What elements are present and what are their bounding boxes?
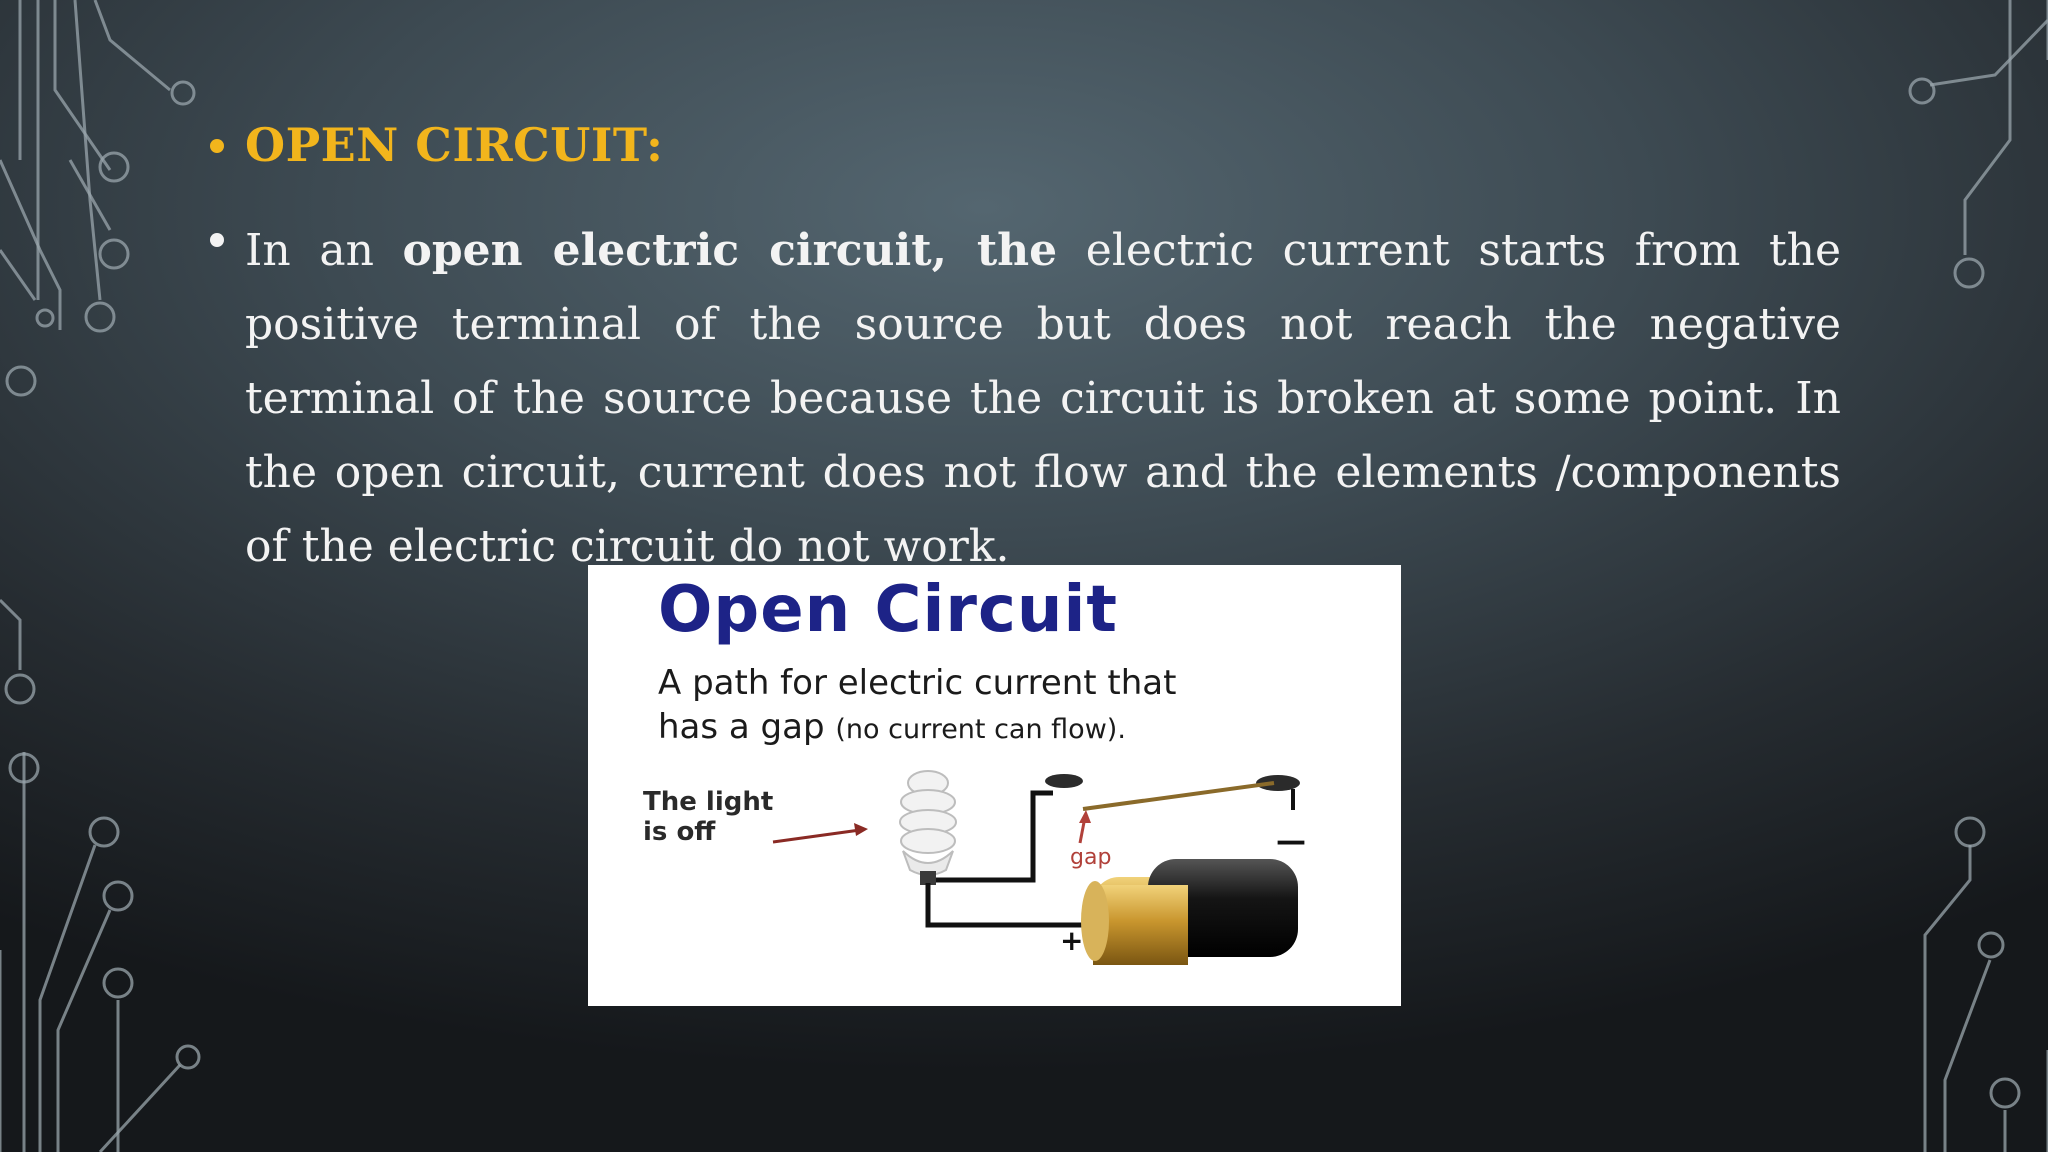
contact-left (1045, 774, 1083, 788)
battery-icon (1081, 859, 1298, 965)
gap-label: gap (1070, 845, 1112, 870)
battery-plus-sign: + (1060, 924, 1083, 957)
figure-caption-line1: A path for electric current that (658, 663, 1177, 703)
figure-caption-line2-small: (no current can flow). (835, 714, 1126, 745)
battery-minus-sign: — (1276, 824, 1306, 859)
light-off-line2: is off (643, 817, 716, 847)
contact-right (1256, 775, 1300, 791)
gap-arrow-head (1079, 810, 1091, 823)
figure-title: Open Circuit (658, 573, 1118, 647)
circuit-drawing: — + (772, 770, 1306, 965)
wire-left (936, 790, 1053, 883)
slide-body-text: In an open electric circuit, the electri… (245, 214, 1841, 584)
light-arrow (772, 828, 861, 844)
body-bullet (210, 233, 224, 247)
cfl-bulb-icon (899, 770, 957, 885)
light-arrow-head (854, 823, 868, 836)
body-text-rest: electric current starts from the positiv… (245, 225, 1842, 572)
figure-caption-line2: has a gap (no current can flow). (658, 707, 1126, 747)
light-off-line1: The light (643, 787, 774, 817)
body-text-bold: open electric circuit, the (402, 225, 1058, 276)
figure-caption-line2-main: has a gap (658, 707, 825, 747)
body-text-pre: In an (245, 225, 403, 276)
heading-bullet (210, 139, 224, 153)
open-circuit-figure: Open Circuit A path for electric current… (588, 565, 1401, 1006)
wire-bottom (925, 883, 1088, 928)
slide-heading: OPEN CIRCUIT: (245, 118, 664, 172)
contact-lever (1082, 781, 1275, 811)
